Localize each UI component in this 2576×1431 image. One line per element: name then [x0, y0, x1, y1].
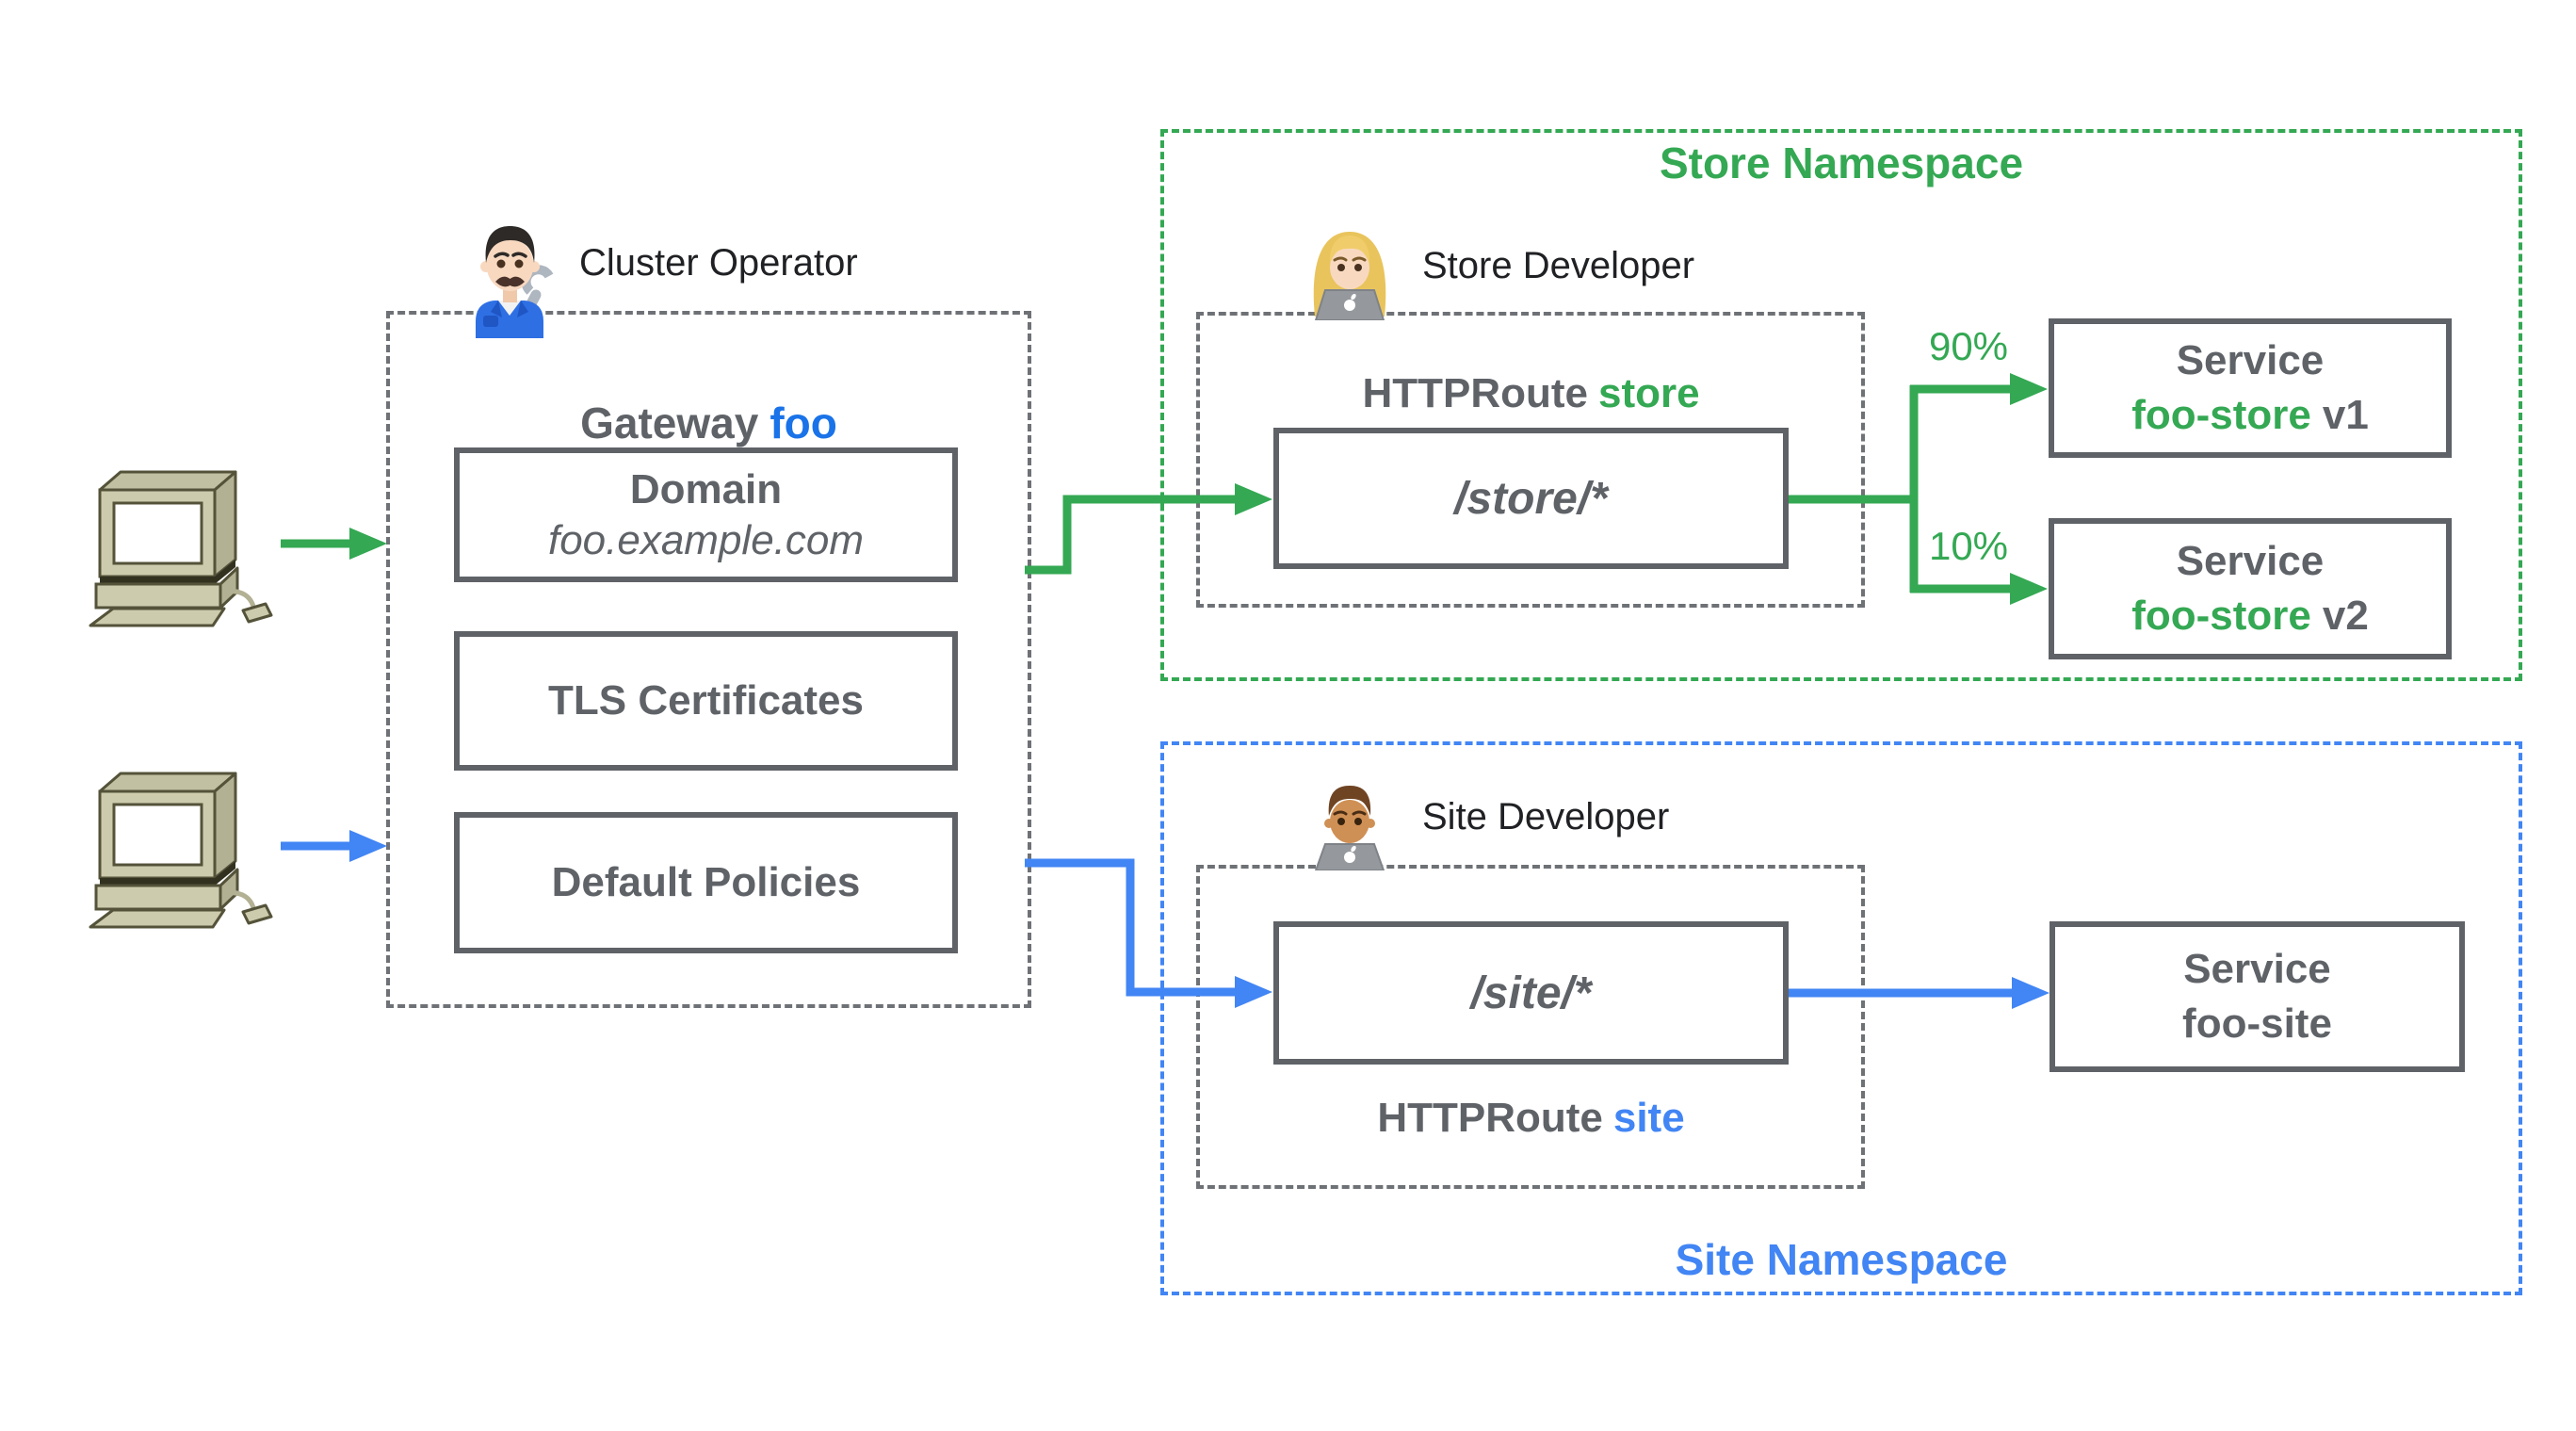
domain-box-value: foo.example.com — [547, 516, 865, 563]
site-developer-label: Site Developer — [1422, 796, 1670, 837]
service-v2-title: Service — [2176, 538, 2325, 584]
cluster-operator-avatar — [464, 206, 559, 338]
service-site-title: Service — [2183, 946, 2331, 992]
domain-box: Domain foo.example.com — [454, 447, 958, 582]
arrowhead-client2-gateway — [349, 830, 387, 862]
store-weight-v2-label: 10% — [1928, 524, 2009, 568]
client-computer-1 — [81, 463, 283, 629]
site-developer-avatar — [1304, 765, 1396, 870]
service-v1-name: foo-store — [2131, 392, 2311, 438]
store-route-title-prefix: HTTPRoute — [1362, 370, 1588, 416]
domain-box-title: Domain — [629, 465, 783, 512]
gateway-title-prefix: Gateway — [580, 398, 759, 447]
store-developer-label: Store Developer — [1422, 245, 1695, 286]
man-mechanic-icon — [476, 226, 554, 338]
default-policies-label: Default Policies — [551, 859, 861, 905]
site-namespace-box — [1160, 741, 2522, 1295]
service-site-name: foo-site — [2182, 1000, 2332, 1047]
site-route-title-prefix: HTTPRoute — [1377, 1095, 1603, 1141]
client-computer-2 — [81, 765, 283, 931]
service-v1-version: v1 — [2322, 392, 2369, 438]
desktop-computer-icon — [89, 470, 273, 627]
tls-certificates-box: TLS Certificates — [454, 631, 958, 771]
woman-technologist-icon — [1313, 232, 1386, 320]
store-namespace-box — [1160, 129, 2522, 681]
cluster-operator-label: Cluster Operator — [579, 242, 858, 284]
gateway-title-name: foo — [770, 398, 837, 447]
gateway-box — [386, 311, 1031, 1008]
store-route-title-name: store — [1597, 370, 1700, 416]
man-technologist-icon — [1314, 786, 1385, 870]
site-route-path: /site/* — [1470, 968, 1592, 1018]
site-namespace-label: Site Namespace — [1675, 1235, 2008, 1284]
service-foo-site-box: Service foo-site — [2049, 921, 2465, 1072]
arrowhead-client1-gateway — [349, 528, 387, 560]
tls-certificates-label: TLS Certificates — [548, 677, 864, 724]
service-v2-name: foo-store — [2131, 593, 2311, 639]
service-v2-version: v2 — [2322, 593, 2369, 639]
default-policies-box: Default Policies — [454, 812, 958, 953]
store-developer-avatar — [1304, 209, 1396, 320]
store-namespace-label: Store Namespace — [1659, 138, 2024, 187]
store-route-path-box: /store/* — [1273, 428, 1789, 569]
service-v1-title: Service — [2176, 337, 2325, 383]
desktop-computer-icon — [89, 772, 273, 929]
site-route-title-name: site — [1612, 1095, 1685, 1141]
site-route-path-box: /site/* — [1273, 921, 1789, 1065]
site-route-group-box — [1196, 865, 1865, 1189]
store-route-path: /store/* — [1454, 473, 1608, 524]
store-route-group-box — [1196, 312, 1865, 608]
store-weight-v1-label: 90% — [1928, 324, 2009, 368]
